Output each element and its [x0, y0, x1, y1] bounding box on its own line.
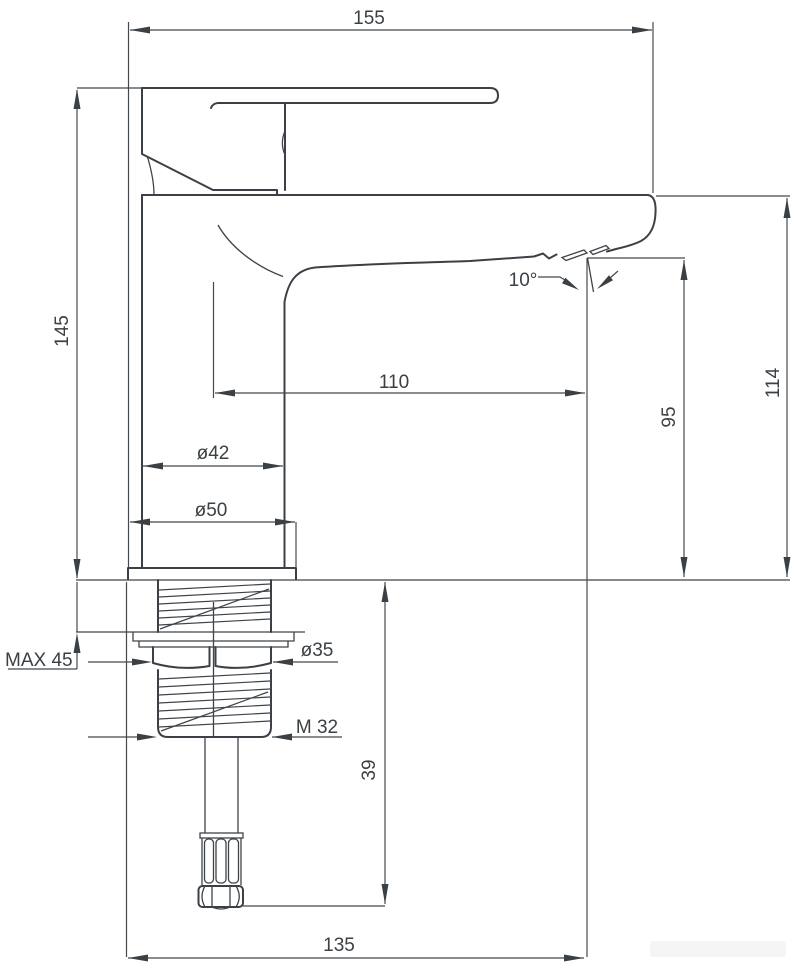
dim-label-32: M 32	[296, 717, 338, 738]
locknut	[152, 646, 272, 669]
mixer-head	[141, 87, 278, 196]
dim-label-10deg: 10°	[509, 270, 538, 291]
dim-label-135: 135	[323, 935, 355, 956]
dimension-annotations: 155 145 110 ø42 ø50 95 114 10° MAX 45 ø3…	[5, 8, 791, 962]
shank-lower-threads	[158, 672, 271, 732]
shank-upper	[157, 579, 272, 633]
dim-label-35: ø35	[301, 640, 334, 661]
dim-label-42: ø42	[197, 443, 230, 464]
hose-strand-1	[203, 838, 215, 884]
leader-10deg	[538, 270, 619, 281]
dim-label-50: ø50	[195, 500, 228, 521]
dim-label-max45: MAX 45	[5, 650, 73, 671]
spout-underside	[283, 252, 558, 569]
spout-top	[141, 194, 657, 253]
aerator-plate-b	[588, 244, 611, 256]
ext-max45	[8, 582, 78, 670]
hose-collar	[199, 832, 244, 839]
handle-lever	[141, 87, 499, 109]
base-flange	[127, 567, 297, 581]
faucet-body-outline	[76, 87, 790, 633]
hose-upper	[204, 738, 239, 833]
hex-fitting-facets	[201, 885, 240, 910]
head-chin-curve	[146, 156, 155, 196]
hose-hex-fitting	[197, 885, 244, 908]
arrowheads	[73, 26, 791, 962]
dim-label-110: 110	[379, 372, 409, 393]
hose-strand-2	[215, 838, 227, 884]
shank-lower	[157, 669, 272, 738]
outlet-angle-line	[586, 257, 595, 293]
dim-label-155: 155	[353, 8, 385, 29]
dim-label-114: 114	[763, 367, 784, 398]
dim-label-145: 145	[52, 315, 73, 347]
cartridge-pin-arc	[281, 130, 286, 156]
dim-label-39: 39	[359, 759, 380, 780]
watermark	[650, 941, 786, 957]
hose-braid-outer	[201, 838, 242, 885]
spout-inner-curve	[217, 224, 284, 278]
hose-strand-3	[227, 838, 240, 884]
mounting-hardware	[132, 579, 295, 910]
dim-label-95: 95	[659, 406, 680, 427]
shank-upper-threads	[158, 583, 271, 630]
aerator-plate-a	[560, 249, 589, 262]
